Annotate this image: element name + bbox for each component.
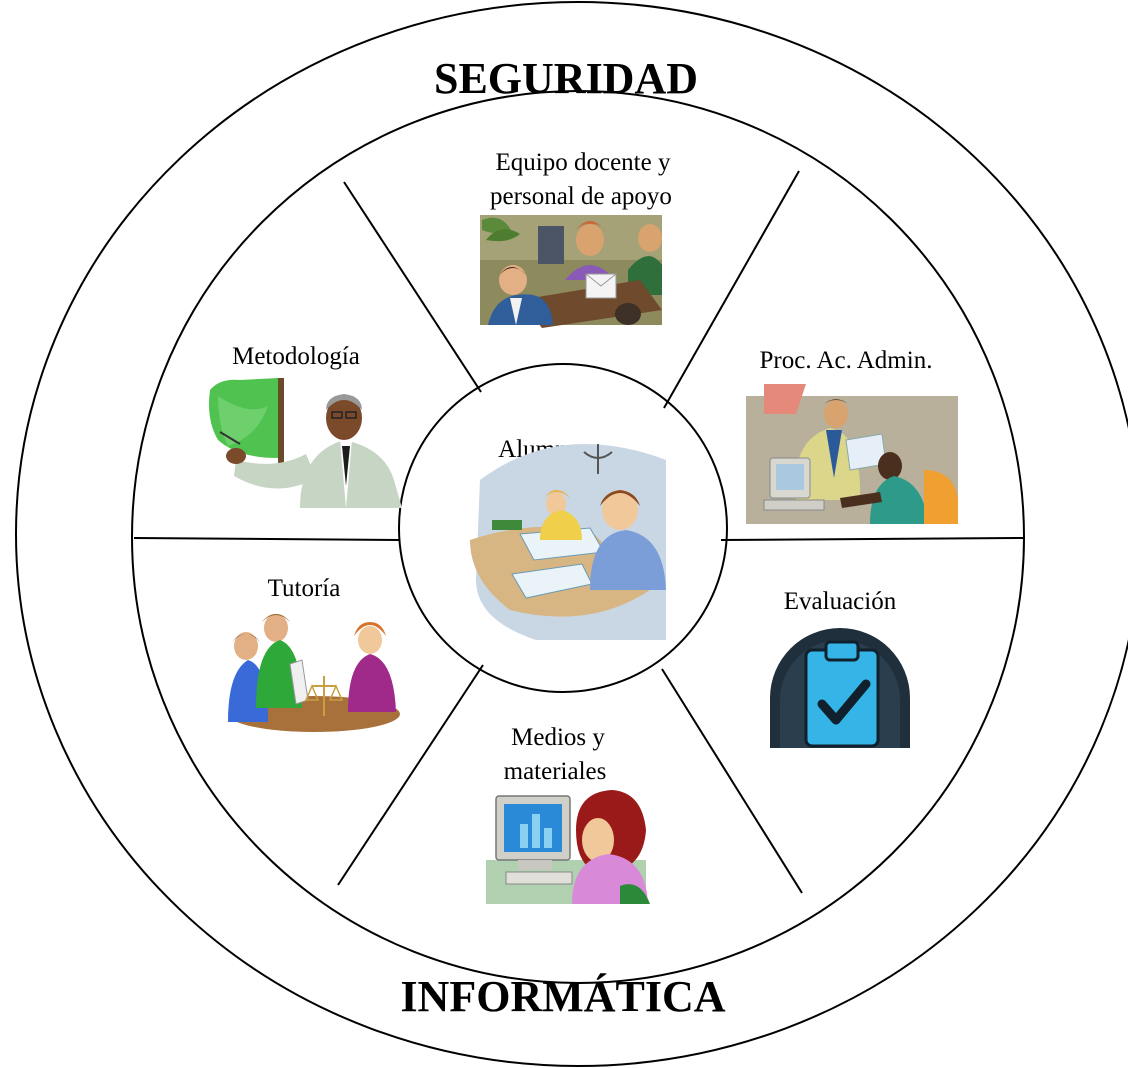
divider-upper-left	[343, 181, 482, 393]
divider-lower-left	[337, 664, 484, 886]
team-meeting-clipart	[480, 215, 662, 328]
teacher-blackboard-clipart	[209, 378, 402, 508]
equipo-docente-label-line2: personal de apoyo	[490, 183, 672, 210]
tutoria-label: Tutoría	[268, 575, 341, 602]
middle-circle	[131, 90, 1025, 984]
medios-label-line1: Medios y	[511, 724, 605, 751]
clipboard-checkmark-icon	[770, 628, 910, 748]
tutoring-meeting-clipart	[228, 614, 400, 732]
evaluacion-label: Evaluación	[784, 588, 897, 615]
proc-ac-admin-label: Proc. Ac. Admin.	[760, 347, 933, 374]
divider-right	[720, 537, 1025, 541]
equipo-docente-label-line1: Equipo docente y	[496, 149, 671, 176]
students-studying-clipart	[470, 444, 666, 640]
informatica-title: INFORMÁTICA	[400, 972, 725, 1021]
office-administration-clipart	[746, 384, 958, 524]
woman-computer-clipart	[486, 790, 650, 904]
divider-lower-right	[661, 668, 803, 894]
metodologia-label: Metodología	[232, 343, 360, 370]
seguridad-title: SEGURIDAD	[434, 54, 698, 103]
divider-upper-right	[663, 170, 800, 409]
medios-label-line2: materiales	[504, 758, 607, 785]
divider-left	[133, 537, 401, 541]
inner-circle	[398, 363, 728, 693]
outer-circle	[15, 1, 1128, 1067]
